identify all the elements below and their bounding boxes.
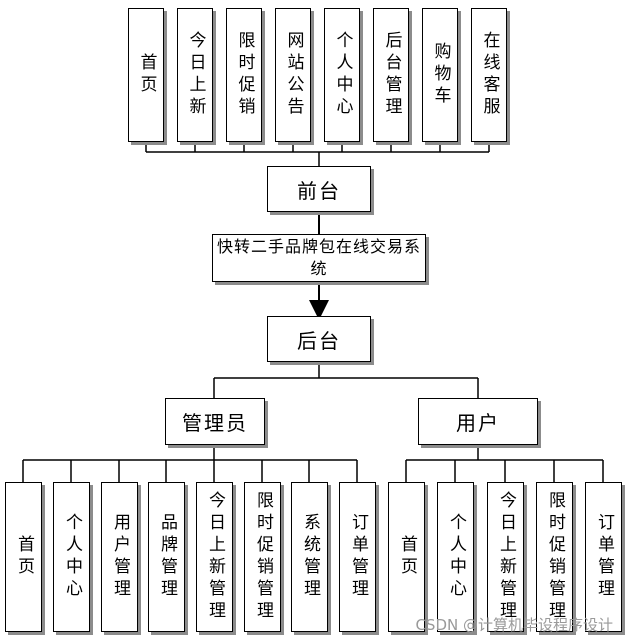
front-module-support: 在线客服 — [471, 8, 507, 142]
admin-module-system: 系统管理 — [291, 482, 328, 632]
front-module-label: 网站公告 — [283, 31, 304, 119]
user-module-label: 首页 — [397, 535, 417, 579]
user-module-orders: 订单管理 — [585, 482, 622, 632]
back-node-label: 后台 — [297, 328, 341, 353]
admin-module-label: 今日上新管理 — [205, 491, 225, 623]
admin-module-users: 用户管理 — [101, 482, 138, 632]
system-name-label: 快转二手品牌包在线交易系统 — [217, 237, 422, 278]
user-module-label: 今日上新管理 — [496, 491, 516, 623]
front-module-backend: 后台管理 — [373, 8, 409, 142]
back-node: 后台 — [267, 316, 371, 362]
admin-module-label: 个人中心 — [62, 513, 82, 601]
user-node: 用户 — [418, 398, 538, 445]
front-module-home: 首页 — [128, 8, 164, 142]
front-module-label: 在线客服 — [479, 31, 500, 119]
admin-module-profile: 个人中心 — [53, 482, 90, 632]
admin-node-label: 管理员 — [182, 411, 248, 435]
front-module-announcement: 网站公告 — [275, 8, 311, 142]
user-module-profile: 个人中心 — [437, 482, 474, 632]
admin-module-label: 系统管理 — [300, 513, 320, 601]
admin-node: 管理员 — [165, 398, 265, 445]
admin-module-label: 订单管理 — [348, 513, 368, 601]
admin-module-new-arrivals: 今日上新管理 — [196, 482, 233, 632]
front-node-label: 前台 — [297, 178, 341, 203]
user-node-label: 用户 — [456, 411, 500, 435]
admin-module-flash-sale: 限时促销管理 — [244, 482, 281, 632]
user-module-label: 订单管理 — [594, 513, 614, 601]
front-module-label: 购物车 — [430, 42, 451, 108]
front-module-label: 首页 — [136, 53, 157, 97]
user-module-label: 个人中心 — [446, 513, 466, 601]
front-module-label: 个人中心 — [332, 31, 353, 119]
user-module-new-arrivals: 今日上新管理 — [487, 482, 524, 632]
watermark: CSDN @计算机毕设程序设计 — [415, 616, 613, 634]
front-node: 前台 — [267, 166, 371, 212]
front-module-profile: 个人中心 — [324, 8, 360, 142]
user-module-label: 限时促销管理 — [545, 491, 565, 623]
front-module-new-arrivals: 今日上新 — [177, 8, 213, 142]
user-module-home: 首页 — [388, 482, 425, 632]
front-module-cart: 购物车 — [422, 8, 458, 142]
admin-module-brands: 品牌管理 — [148, 482, 185, 632]
system-node: 快转二手品牌包在线交易系统 — [212, 234, 426, 282]
front-module-label: 后台管理 — [381, 31, 402, 119]
admin-module-orders: 订单管理 — [339, 482, 376, 632]
admin-module-label: 用户管理 — [110, 513, 130, 601]
admin-module-label: 首页 — [14, 535, 34, 579]
front-module-flash-sale: 限时促销 — [226, 8, 262, 142]
front-module-label: 限时促销 — [234, 31, 255, 119]
admin-module-label: 限时促销管理 — [253, 491, 273, 623]
front-module-label: 今日上新 — [185, 31, 206, 119]
admin-module-label: 品牌管理 — [157, 513, 177, 601]
user-module-flash-sale: 限时促销管理 — [536, 482, 573, 632]
admin-module-home: 首页 — [5, 482, 42, 632]
